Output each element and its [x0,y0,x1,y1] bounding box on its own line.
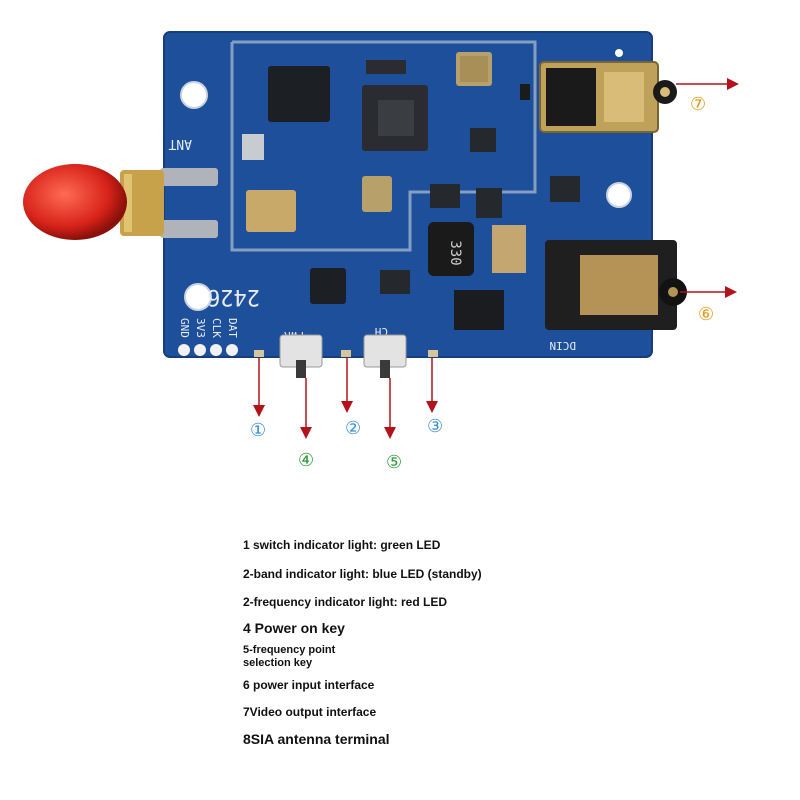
callout-2: ② [345,418,361,439]
silk-pin-3v3: 3V3 [194,318,207,338]
legend-item-3: 2-frequency indicator light: red LED [243,595,448,609]
callout-arrows [253,78,739,439]
legend-item-7: 7Video output interface [243,705,377,719]
power-input-jack [545,240,687,330]
callout-labels: ① ② ③ ④ ⑤ ⑥ ⑦ [250,94,714,473]
legend-item-6: 6 power input interface [243,678,375,692]
callout-4: ④ [298,450,314,471]
antenna-cap [23,164,127,240]
red-led [428,350,438,357]
legend-item-4: 4 Power on key [243,620,345,636]
callout-3: ③ [427,416,443,437]
silk-pin-dat: DAT [226,318,239,338]
callout-1: ① [250,420,266,441]
components: 330 [242,52,580,330]
legend-item-5: 5-frequency point selection key [243,644,336,669]
silk-dcin-label: DCIN [550,339,577,352]
channel-key [363,334,407,378]
legend-item-2: 2-band indicator light: blue LED (standb… [243,567,482,581]
silk-pin-gnd: GND [178,318,191,338]
sma-antenna-connector [23,164,218,240]
callout-5: ⑤ [386,452,402,473]
callout-6: ⑥ [698,304,714,325]
blue-led [341,350,351,357]
header-pads [178,344,238,356]
silk-pin-clk: CLK [210,318,223,338]
silk-ant-label: ANT [168,136,192,151]
legend-item-1: 1 switch indicator light: green LED [243,538,441,552]
power-key [279,334,323,378]
legend-item-8: 8SIA antenna terminal [243,731,390,747]
callout-7: ⑦ [690,94,706,115]
silk-model-label: 2426 [207,284,260,309]
video-output-jack [539,61,677,133]
green-led [254,350,264,357]
inductor-code: 330 [447,240,463,265]
